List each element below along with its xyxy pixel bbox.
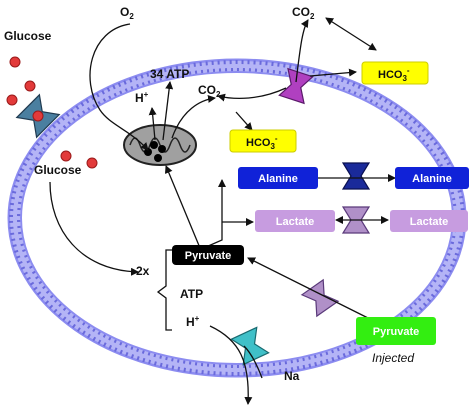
svg-text:Lactate: Lactate: [276, 216, 315, 228]
hco3-inner-box: HCO3-: [229, 129, 297, 153]
injected-label: Injected: [372, 351, 414, 365]
hco3-outer-box: HCO3-: [361, 61, 429, 85]
svg-text:Pyruvate: Pyruvate: [373, 326, 419, 338]
alanine-inner-box: Alanine: [238, 167, 318, 189]
co2-inner-label: CO2: [198, 83, 221, 99]
glucose-outside-label: Glucose: [4, 29, 52, 43]
o2-label: O2: [120, 5, 134, 21]
pyruvate-inner-box: Pyruvate: [172, 245, 244, 265]
glucose-molecules-outside: [6, 56, 36, 106]
glucose-molecules-inside: [60, 150, 98, 169]
glucose-transporter: [15, 93, 61, 139]
co2-top-label: CO2: [292, 5, 315, 21]
reaction-arrows: [49, 17, 396, 405]
atp-label: ATP: [180, 287, 203, 301]
svg-text:HCO3-: HCO3-: [378, 66, 410, 83]
proton-bottom-label: H+: [186, 314, 200, 329]
svg-text:Lactate: Lactate: [410, 216, 449, 228]
mitochondrion: [123, 124, 197, 166]
svg-text:Alanine: Alanine: [258, 173, 298, 185]
svg-text:Pyruvate: Pyruvate: [185, 250, 231, 262]
glucose-inside-label: Glucose: [34, 163, 82, 177]
atp-34-label: 34 ATP: [150, 67, 189, 81]
alanine-transporter: [341, 162, 371, 190]
alanine-outer-box: Alanine: [395, 167, 469, 189]
two-x-label: 2x: [136, 264, 150, 278]
lactate-inner-box: Lactate: [255, 210, 335, 232]
svg-text:HCO3-: HCO3-: [246, 134, 278, 151]
co2-transporter: [278, 67, 314, 105]
sodium-proton-transporter: [230, 326, 270, 366]
pyruvate-injected-box: Pyruvate: [356, 317, 436, 345]
proton-top-label: H+: [135, 90, 149, 105]
lactate-outer-box: Lactate: [390, 210, 468, 232]
svg-text:Alanine: Alanine: [412, 173, 452, 185]
sodium-label: Na: [284, 369, 300, 383]
pyruvate-transporter: [300, 278, 340, 318]
glycolysis-bracket: [156, 249, 172, 331]
